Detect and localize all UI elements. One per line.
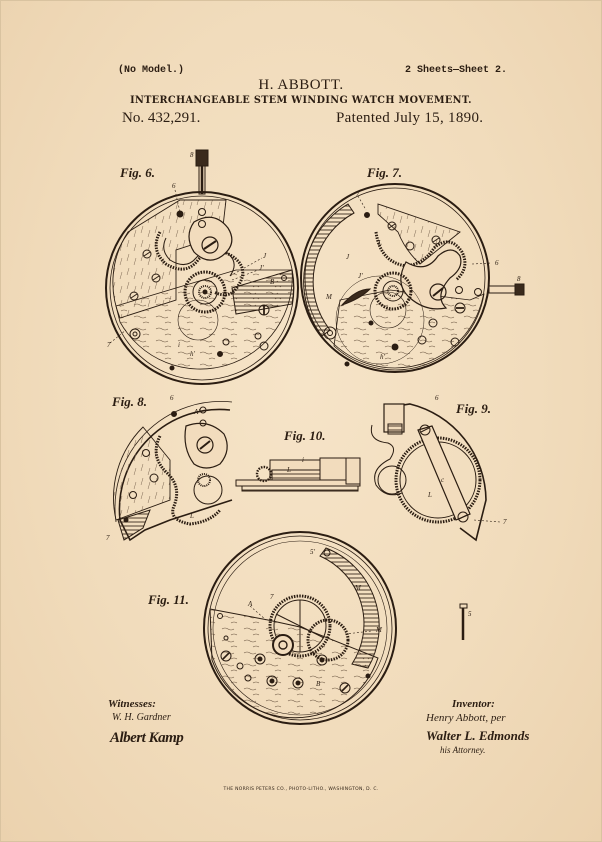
svg-text:h': h' [190, 350, 196, 358]
fig11-label: Fig. 11. [148, 592, 189, 607]
svg-text:J: J [346, 253, 350, 261]
witness-signature-2: Albert Kamp [110, 730, 184, 746]
svg-text:6: 6 [435, 394, 439, 402]
svg-text:L: L [427, 491, 432, 499]
model-note: (No Model.) [118, 65, 185, 76]
svg-text:6: 6 [170, 394, 174, 402]
svg-text:M: M [375, 626, 383, 634]
fig7-drawing [300, 183, 525, 373]
svg-text:7: 7 [107, 341, 111, 349]
patent-number: No. 432,291. [122, 110, 201, 126]
witnesses-label: Witnesses: [108, 698, 156, 710]
patent-title: INTERCHANGEABLE STEM WINDING WATCH MOVEM… [130, 94, 472, 106]
svg-text:7: 7 [503, 518, 507, 526]
fig9-drawing [370, 403, 501, 542]
witness-signature-1: W. H. Gardner [112, 712, 171, 723]
svg-text:5': 5' [310, 548, 316, 556]
svg-text:J': J' [259, 264, 264, 272]
svg-text:i: i [178, 341, 180, 349]
svg-text:B: B [316, 680, 321, 688]
svg-text:J: J [263, 252, 267, 260]
fig10-drawing [235, 457, 361, 492]
attorney-signature: Walter L. Edmonds [426, 728, 530, 743]
fig11-drawing [203, 531, 468, 725]
svg-text:7: 7 [270, 593, 274, 601]
svg-text:L: L [377, 239, 382, 247]
svg-text:8: 8 [190, 151, 194, 159]
svg-text:L: L [189, 512, 194, 520]
fig9-label: Fig. 9. [456, 401, 492, 416]
printer-imprint: THE NORRIS PETERS CO., PHOTO-LITHO., WAS… [223, 787, 379, 792]
patent-date: Patented July 15, 1890. [336, 110, 484, 126]
fig8-drawing [113, 401, 233, 542]
inventor-heading: H. ABBOTT. [258, 77, 344, 93]
svg-text:c: c [441, 476, 445, 484]
fig7-label: Fig. 7. [367, 165, 403, 180]
svg-text:h': h' [380, 353, 386, 361]
svg-text:M: M [354, 584, 362, 592]
svg-text:A': A' [193, 408, 200, 416]
attorney-label: his Attorney. [440, 745, 486, 755]
svg-text:6: 6 [172, 182, 176, 190]
svg-text:7: 7 [106, 534, 110, 542]
fig6-label: Fig. 6. [120, 165, 156, 180]
svg-text:B: B [270, 278, 275, 286]
fig6-drawing [105, 149, 299, 385]
svg-text:6: 6 [495, 259, 499, 267]
svg-text:8: 8 [517, 275, 521, 283]
fig8-label: Fig. 8. [112, 394, 148, 409]
svg-text:J': J' [358, 272, 363, 280]
fig7-case-ring [300, 183, 490, 373]
inventor-signature: Henry Abbott, per [426, 712, 506, 724]
sheet-info: 2 Sheets—Sheet 2. [405, 65, 508, 76]
svg-text:A: A [247, 600, 253, 608]
svg-text:M: M [325, 293, 333, 301]
fig10-label: Fig. 10. [284, 428, 326, 443]
svg-text:i: i [302, 456, 304, 464]
svg-text:7: 7 [356, 190, 360, 198]
fig6-case-ring [105, 191, 299, 385]
fig6-crown [195, 149, 209, 167]
svg-text:L: L [286, 466, 291, 474]
inventor-label: Inventor: [452, 698, 495, 710]
fig11-case-ring [203, 531, 397, 725]
svg-text:5: 5 [468, 610, 472, 618]
